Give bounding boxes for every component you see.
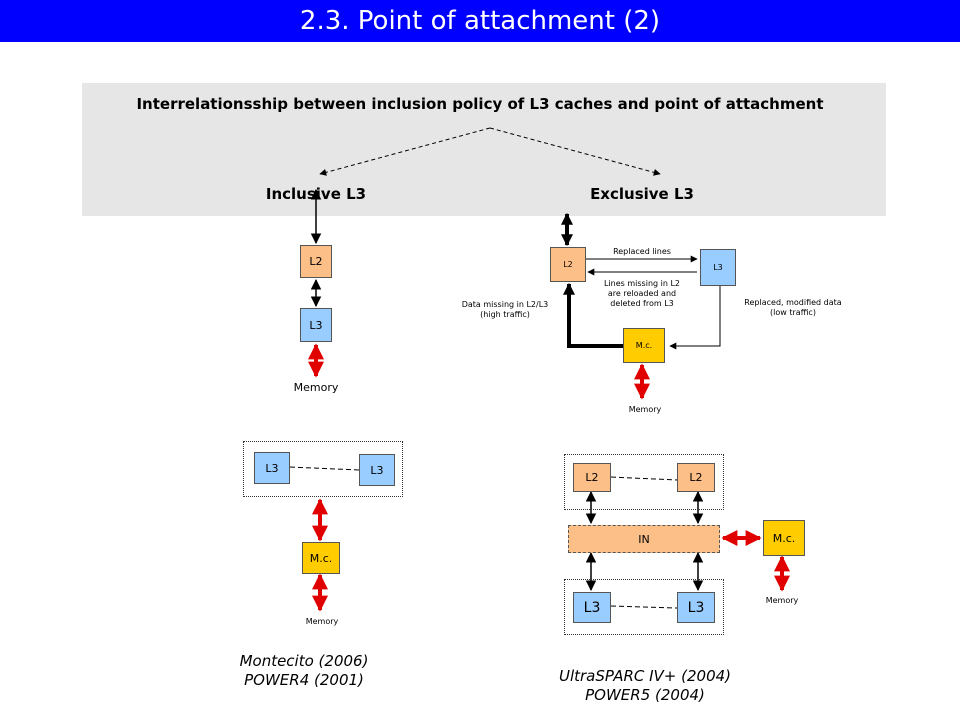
montecito-memory-label: Memory [305,617,339,626]
inclusive-l3-box: L3 [300,308,332,342]
header-text: Interrelationsship between inclusion pol… [136,95,824,113]
montecito-l3-box-a: L3 [254,452,290,484]
montecito-caption-line-2: POWER4 (2001) [244,671,364,689]
lines-missing-line-1: Lines missing in L2 [603,279,681,288]
data-missing-line-2: (high traffic) [480,310,530,319]
exclusive-mc-box: M.c. [623,328,665,363]
ultrasparc-l2-box-b: L2 [677,463,715,492]
ultrasparc-memory-label: Memory [765,596,799,605]
ultrasparc-l3-box-a: L3 [573,592,611,623]
header-panel [82,83,886,216]
replaced-modified-line-2: (low traffic) [770,308,816,317]
montecito-l3-group [243,441,403,497]
montecito-mc-box: M.c. [302,542,340,574]
inclusive-l2-box: L2 [300,245,332,278]
exclusive-l3-box: L3 [700,249,736,286]
slide-title: 2.3. Point of attachment (2) [0,0,960,42]
exclusive-label: Exclusive L3 [590,185,694,203]
replaced-modified-line-1: Replaced, modified data [744,298,842,307]
lines-missing-line-2: are reloaded and [607,289,677,298]
ultrasparc-caption-line-2: POWER5 (2004) [585,686,705,704]
exclusive-memory-label: Memory [628,405,662,414]
ultrasparc-caption-line-1: UltraSPARC IV+ (2004) [558,667,732,685]
ultrasparc-in-bar: IN [568,525,720,553]
ultrasparc-l2-group [564,454,724,510]
inclusive-memory-label: Memory [293,381,339,394]
lines-missing-line-3: deleted from L3 [610,299,674,308]
ultrasparc-l3-box-b: L3 [677,592,715,623]
ultrasparc-mc-box: M.c. [763,520,805,556]
montecito-l3-box-b: L3 [359,454,395,486]
exclusive-l2-box: L2 [550,247,586,282]
ultrasparc-l2-box-a: L2 [573,463,611,492]
data-missing-line-1: Data missing in L2/L3 [461,300,549,309]
montecito-caption-line-1: Montecito (2006) [239,652,369,670]
ultrasparc-l3-group [564,579,724,635]
replaced-lines-label: Replaced lines [613,247,671,256]
